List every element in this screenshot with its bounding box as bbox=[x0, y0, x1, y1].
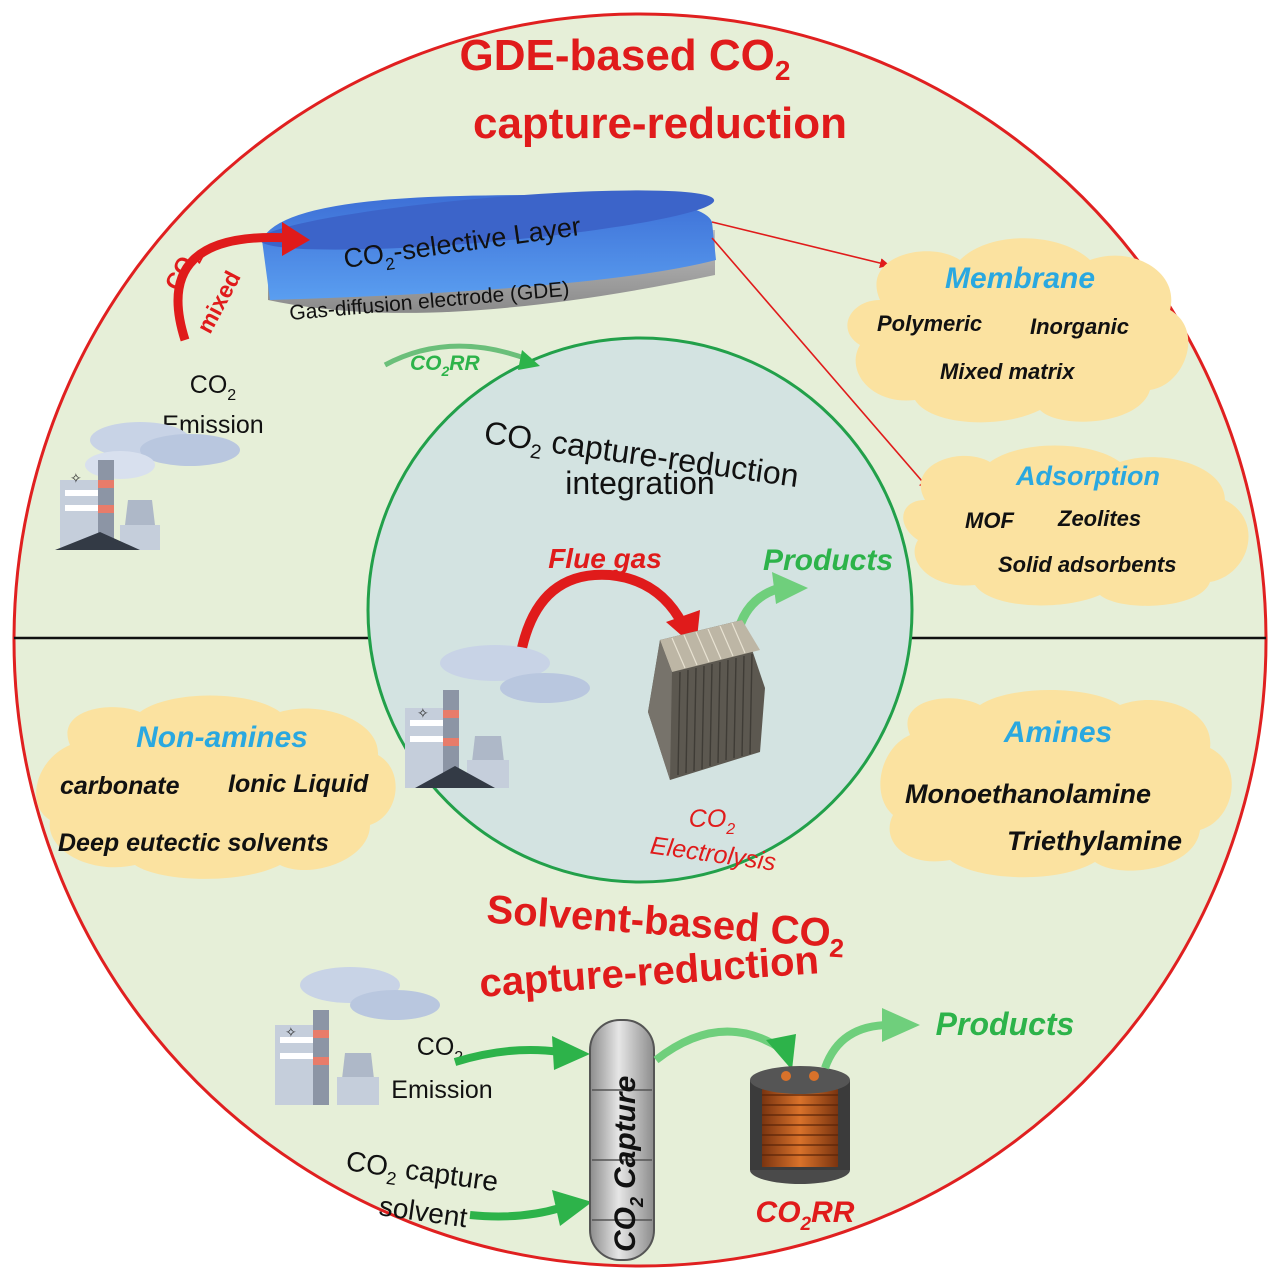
capture-column-icon: CO2Capture bbox=[589, 1019, 655, 1261]
nonamines-item-ionic: Ionic Liquid bbox=[228, 770, 369, 798]
membrane-item-polymeric: Polymeric bbox=[877, 311, 982, 336]
nonamines-item-carbonate: carbonate bbox=[60, 772, 180, 800]
adsorption-title: Adsorption bbox=[1015, 461, 1160, 491]
nonamines-cloud-shape bbox=[36, 695, 396, 879]
adsorption-cloud-shape bbox=[903, 445, 1249, 606]
factory-icon-top: ✧ bbox=[55, 422, 240, 550]
svg-text:✧: ✧ bbox=[417, 705, 429, 721]
mixed-arrow bbox=[173, 232, 291, 342]
svg-text:CO2: CO2 bbox=[689, 805, 736, 838]
svg-text:CO2: CO2 bbox=[190, 371, 237, 404]
membrane-item-mixed: Mixed matrix bbox=[940, 359, 1075, 384]
solvent-to-capture-arrowhead bbox=[552, 1190, 592, 1226]
svg-text:✧: ✧ bbox=[285, 1024, 297, 1040]
membrane-item-inorganic: Inorganic bbox=[1030, 314, 1129, 339]
svg-text:✧: ✧ bbox=[70, 470, 82, 486]
flue-gas-arrow bbox=[517, 569, 688, 650]
mixed-arrowhead bbox=[282, 222, 310, 256]
amines-item-mea: Monoethanolamine bbox=[905, 779, 1151, 809]
amines-cloud-shape bbox=[880, 690, 1232, 878]
emission-to-capture-arrow bbox=[453, 1045, 561, 1066]
reactor-icon bbox=[750, 1066, 850, 1184]
membrane-cloud-shape bbox=[847, 238, 1189, 423]
top-co2rr-arrowhead bbox=[518, 350, 540, 370]
arrow-to-membrane bbox=[711, 221, 890, 268]
selective-layer-top bbox=[259, 190, 715, 250]
capture-column-label: CO2Capture bbox=[609, 1076, 647, 1252]
flue-gas-label: Flue gas bbox=[548, 543, 662, 574]
capture-to-reactor-arrow bbox=[653, 1027, 783, 1064]
center-title-line2: integration bbox=[565, 465, 714, 501]
amines-cloud: Amines Monoethanolamine Triethylamine bbox=[880, 690, 1232, 878]
capture-to-reactor-arrowhead bbox=[766, 1034, 796, 1070]
adsorption-item-zeolites: Zeolites bbox=[1057, 506, 1141, 531]
adsorption-cloud: Adsorption MOF Zeolites Solid adsorbents bbox=[903, 445, 1249, 606]
reactor-to-products-arrowhead bbox=[882, 1008, 920, 1042]
center-products-arrowhead bbox=[772, 572, 808, 604]
emission-to-capture-arrowhead bbox=[552, 1036, 590, 1070]
top-title: GDE-based CO2 capture-reduction bbox=[460, 31, 848, 148]
top-co2rr-arrow bbox=[383, 343, 531, 368]
bottom-products-label: Products bbox=[936, 1006, 1075, 1042]
adsorption-item-solid: Solid adsorbents bbox=[998, 552, 1176, 577]
membrane-title: Membrane bbox=[945, 262, 1095, 295]
amines-title: Amines bbox=[1003, 716, 1112, 749]
top-title-line1: GDE-based CO2 bbox=[460, 31, 791, 86]
nonamines-cloud: Non-amines carbonate Ionic Liquid Deep e… bbox=[36, 695, 396, 879]
factory-icon-center: ✧ bbox=[405, 645, 590, 788]
gde-disc: CO2-selective Layer Gas-diffusion electr… bbox=[259, 190, 716, 325]
solvent-to-capture-arrow bbox=[469, 1204, 562, 1221]
electrolysis-stack-icon bbox=[648, 620, 765, 780]
nonamines-title: Non-amines bbox=[136, 721, 308, 754]
inner-circle bbox=[366, 336, 914, 884]
top-title-line2: capture-reduction bbox=[473, 99, 847, 148]
center-products-label: Products bbox=[763, 544, 893, 577]
membrane-cloud: Membrane Polymeric Inorganic Mixed matri… bbox=[847, 238, 1189, 423]
bottom-co2rr-label: CO2RR bbox=[756, 1196, 855, 1235]
reactor-to-products-arrow bbox=[821, 1021, 891, 1070]
nonamines-item-des: Deep eutectic solvents bbox=[58, 829, 329, 857]
adsorption-item-mof: MOF bbox=[965, 508, 1014, 533]
arrow-to-adsorption bbox=[711, 237, 930, 490]
factory-icon-bottom: ✧ bbox=[275, 967, 440, 1105]
svg-text:Emission: Emission bbox=[391, 1076, 492, 1104]
amines-item-tea: Triethylamine bbox=[1007, 826, 1182, 856]
top-co2rr-label: CO2RR bbox=[410, 352, 480, 379]
